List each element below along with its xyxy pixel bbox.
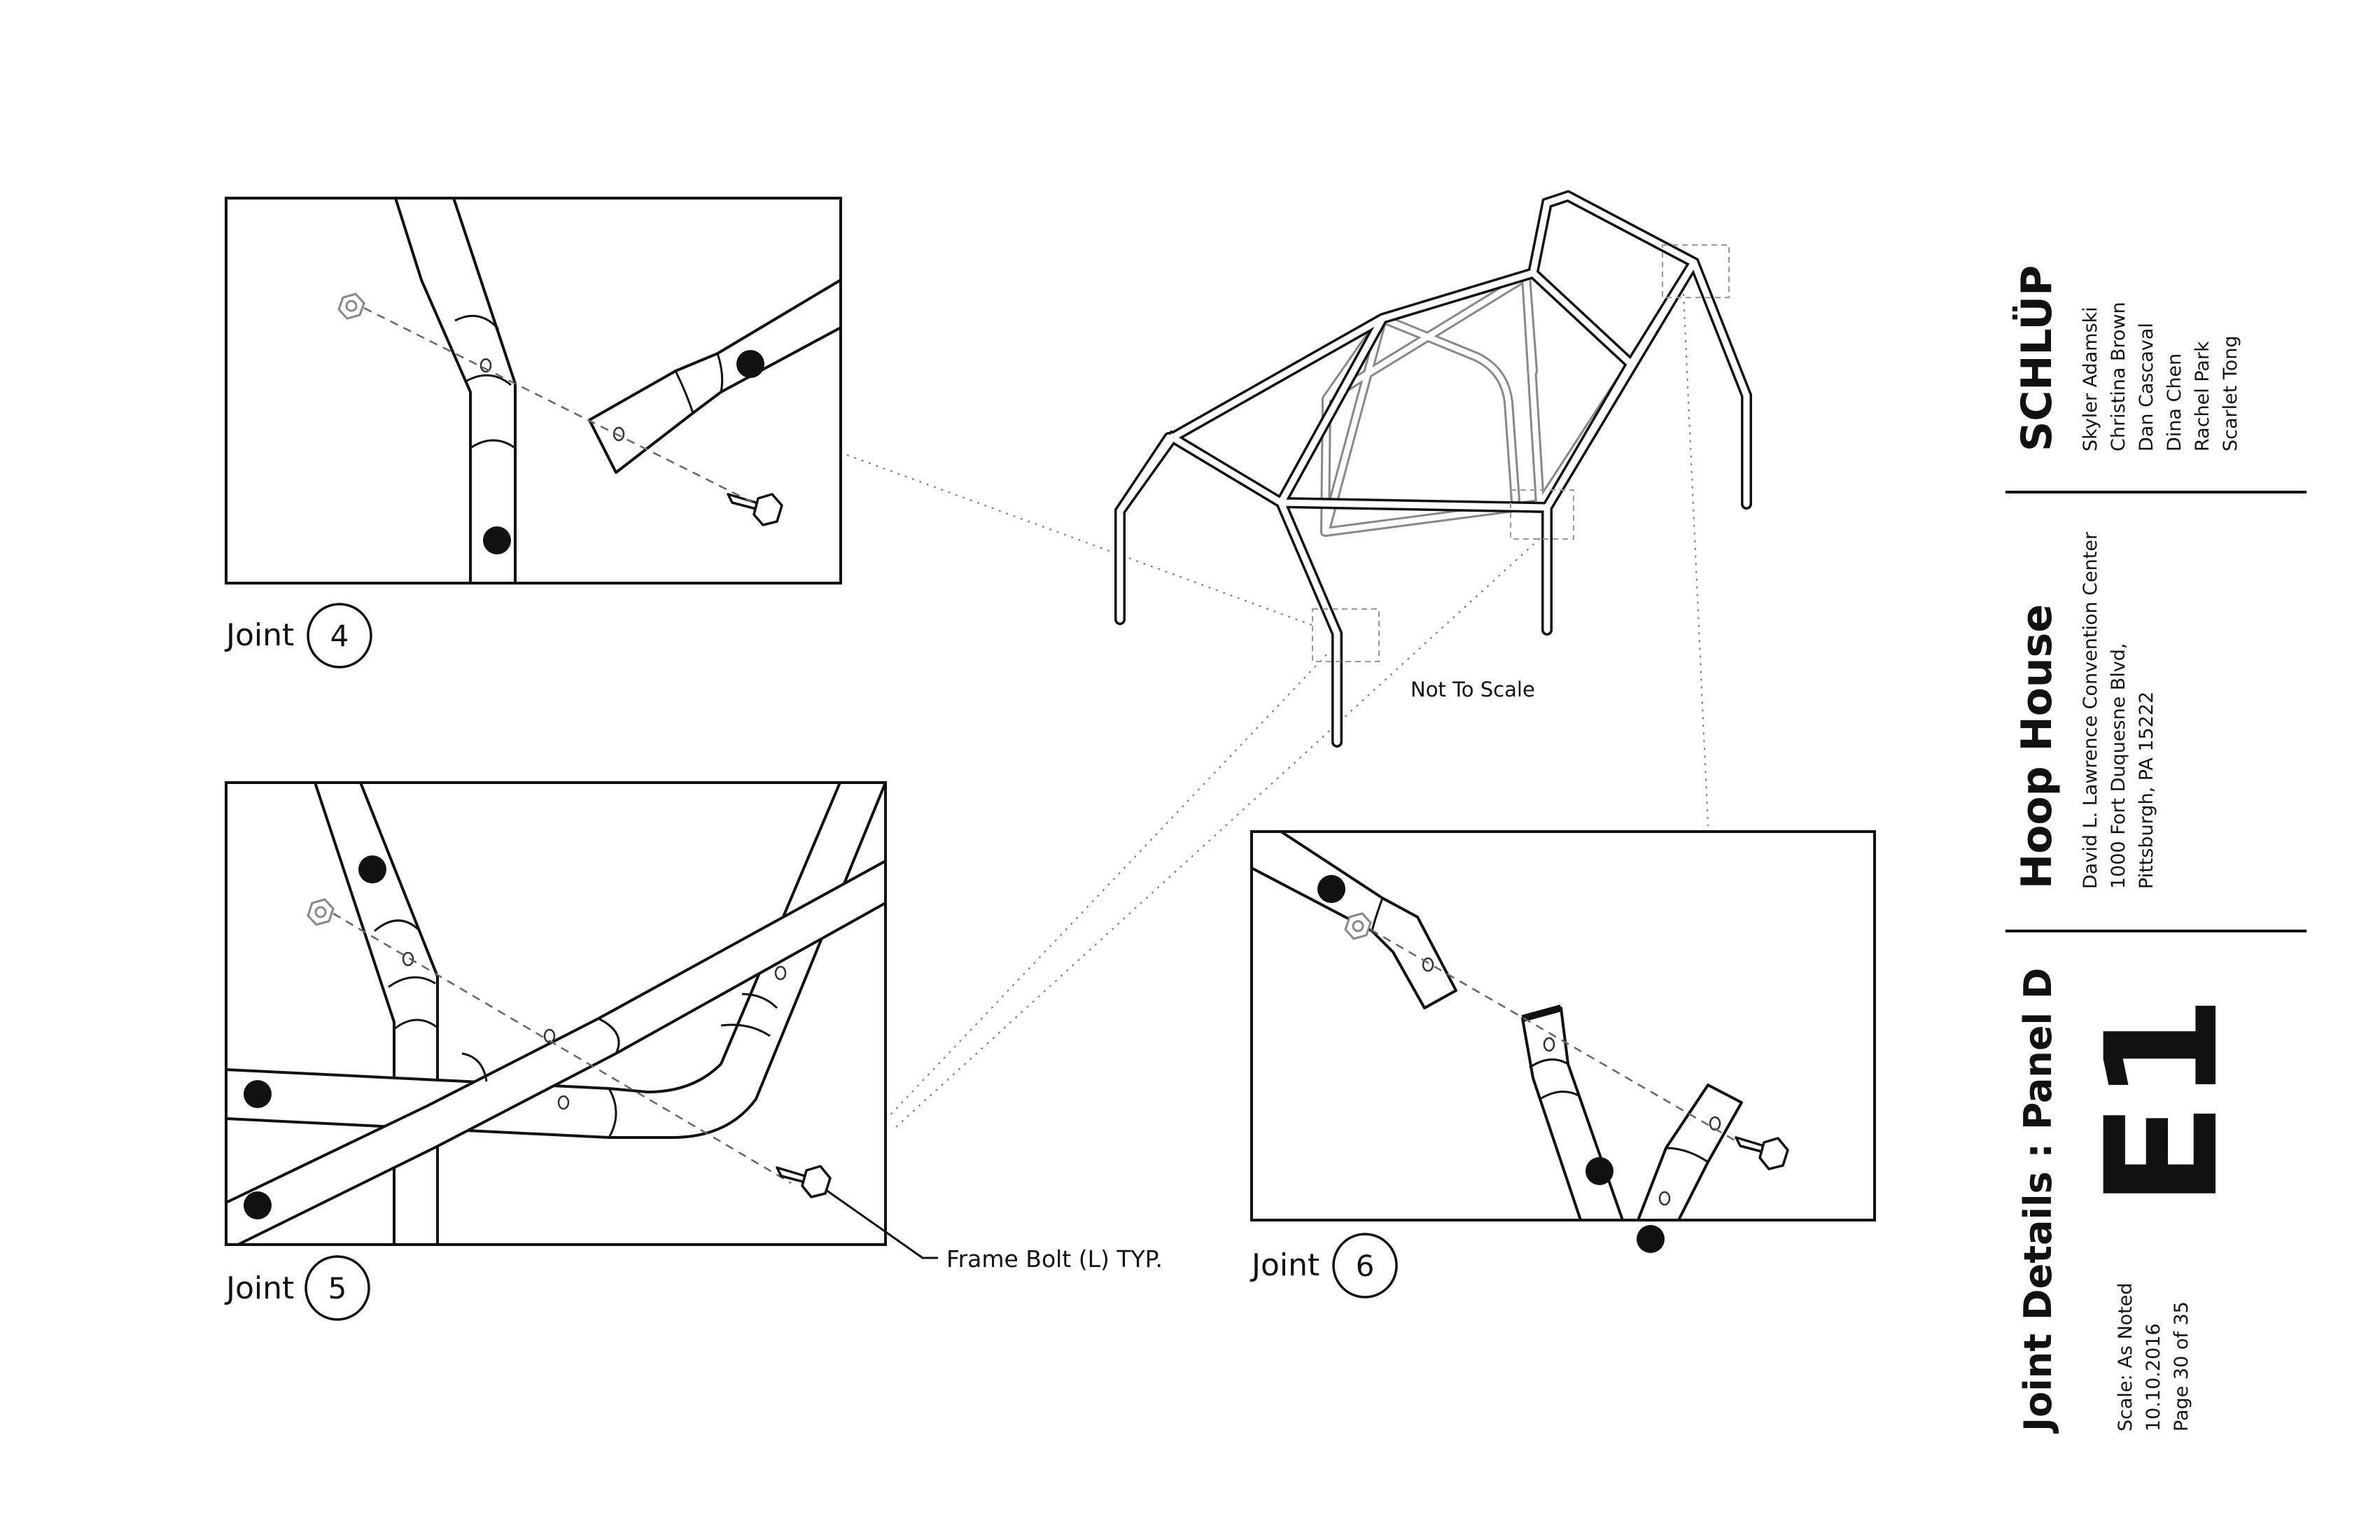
joint-6-detail: A1 A2 B1 — [1250, 830, 1876, 1253]
joint-6-bolt — [1758, 1137, 1789, 1170]
overview-structure — [1114, 190, 1752, 748]
team-member-5: Rachel Park — [2192, 341, 2213, 451]
company-name: SCHLÜP — [2012, 265, 2062, 451]
joint-5-badge-b1: B1 — [244, 1080, 272, 1108]
svg-text:A2: A2 — [1588, 1161, 1611, 1182]
joint-6-badge-a1: A1 — [1317, 875, 1345, 903]
joint-4-tube-a2 — [394, 197, 517, 584]
joint-4-frame — [225, 197, 842, 584]
overview-frame-members — [1114, 190, 1752, 748]
joint-4-number-circle — [307, 603, 372, 668]
leader-lines — [846, 293, 1709, 1128]
joint-5-label: Joint — [224, 1270, 294, 1306]
joint-5-tube-b2 — [225, 860, 887, 1246]
svg-text:A1: A1 — [360, 860, 384, 880]
page-count: Page 30 of 35 — [2171, 1301, 2192, 1432]
title-block: SCHLÜP Skyler Adamski Christina Brown Da… — [2005, 265, 2306, 1434]
sheet-date: 10.10.2016 — [2143, 1323, 2164, 1432]
leader-joint-4 — [846, 454, 1317, 627]
joint-4-bolt — [752, 493, 783, 526]
joint-4-badge-a2: A2 — [483, 526, 511, 554]
address-line-3: Pittsburgh, PA 15222 — [2136, 692, 2157, 889]
overview-joint-6-marker — [1662, 244, 1730, 298]
leader-joint-5 — [885, 650, 1331, 1121]
frame-bolt-leader — [825, 1189, 938, 1259]
scale-note: Scale: As Noted — [2115, 1283, 2136, 1432]
joint-4-label: Joint — [224, 617, 294, 653]
joint-5-number-circle — [304, 1255, 370, 1321]
joint-4-number: 4 — [330, 619, 349, 653]
svg-text:B2: B2 — [246, 1196, 269, 1216]
svg-text:A1: A1 — [1320, 879, 1343, 899]
joint-4-badge-b2: B2 — [736, 350, 764, 378]
frame-bolt-callout: Frame Bolt (L) TYP. — [946, 1245, 1163, 1273]
joint-6-frame — [1250, 830, 1876, 1222]
team-member-4: Dina Chen — [2164, 354, 2185, 451]
joint-5-badge-b2: B2 — [244, 1191, 272, 1219]
overview-joint-5-marker — [1312, 608, 1380, 662]
sheet-number: E1 — [2073, 995, 2252, 1208]
joint-4-detail: B2 A2 — [225, 197, 842, 584]
joint-5-tube-b1 — [225, 781, 887, 1139]
team-member-6: Scarlet Tong — [2220, 335, 2241, 451]
address-line-2: 1000 Fort Duquesne Blvd, — [2108, 643, 2129, 889]
svg-text:B1: B1 — [1639, 1229, 1662, 1250]
not-to-scale-note: Not To Scale — [1410, 678, 1535, 701]
sheet-title: Joint Details : Panel D — [2016, 967, 2060, 1434]
address-line-1: David L. Lawrence Convention Center — [2080, 531, 2101, 889]
joint-4-hole-b2 — [612, 426, 625, 442]
joint-5-frame — [225, 781, 887, 1246]
team-member-3: Dan Cascaval — [2136, 323, 2157, 451]
project-name: Hoop House — [2012, 604, 2062, 889]
team-member-2: Christina Brown — [2108, 302, 2129, 451]
overview-joint-4-marker — [1510, 489, 1574, 540]
joint-5-badge-a1: A1 — [358, 855, 386, 883]
joint-5-number: 5 — [328, 1271, 347, 1306]
joint-6-number: 6 — [1356, 1249, 1375, 1283]
joint-4-tube-b2 — [588, 279, 842, 474]
svg-text:B2: B2 — [738, 354, 762, 374]
joint-6-number-circle — [1332, 1233, 1398, 1298]
team-member-1: Skyler Adamski — [2080, 307, 2101, 451]
joint-6-badge-b1: B1 — [1637, 1225, 1665, 1253]
joint-6-badge-a2: A2 — [1586, 1157, 1614, 1185]
leader-joint-6 — [1683, 293, 1709, 827]
svg-text:B1: B1 — [246, 1084, 269, 1105]
svg-text:A2: A2 — [485, 531, 508, 551]
joint-5-detail: A1 B1 B2 — [225, 781, 887, 1246]
joint-6-label: Joint — [1250, 1247, 1320, 1283]
leader-joint-5-b — [895, 531, 1548, 1128]
joint-6-tube-a2 — [1521, 1007, 1624, 1222]
joint-5-bolt — [801, 1165, 832, 1198]
